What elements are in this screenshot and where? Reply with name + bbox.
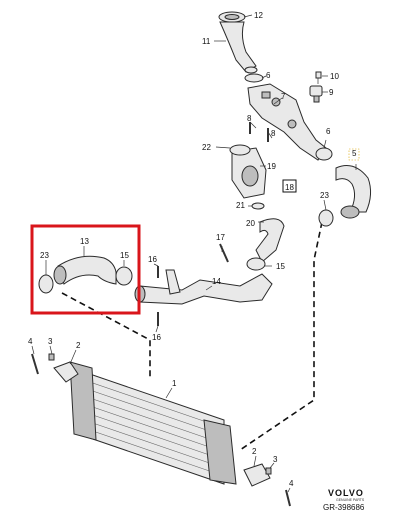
callout-15-left: 15 [120,251,129,260]
callout-5: 5 [352,149,357,158]
callout-22: 22 [202,143,211,152]
callout-8-right: 8 [271,129,276,138]
part-17-bolt [219,243,229,263]
highlighted-hose-assembly[interactable] [30,224,141,315]
callout-1: 1 [172,379,177,388]
callout-5-box [348,148,360,161]
part-9-sensor [309,85,323,103]
part-3-screw-lower [265,467,272,475]
leader-lines [31,14,357,493]
callout-17: 17 [216,233,225,242]
callout-20: 20 [246,219,255,228]
callout-21: 21 [236,201,245,210]
brand-name: VOLVO [328,488,364,498]
routing-dash-left [61,292,151,378]
callout-23-right: 23 [320,191,329,200]
part-10-bolt [315,71,322,84]
callout-23-left: 23 [40,251,49,260]
part-19-outlet [231,147,267,199]
part-11-upper-pipe [219,21,258,74]
part-4-bolt-lower [285,489,291,507]
callout-15-right: 15 [276,262,285,271]
part-23-clamp-right [340,205,360,219]
callout-16-lower: 16 [152,333,161,342]
part-14-pipe [134,269,273,305]
callout-4-lower: 4 [289,479,294,488]
diagram-reference: GR-398686 [323,503,365,512]
part-1-intercooler [69,361,237,485]
highlight-box[interactable] [30,224,141,315]
part-23-ring-right [318,209,334,227]
callout-8-left: 8 [247,114,252,123]
part-21-ring [251,202,265,210]
part-22-gasket [229,144,251,156]
brand-tagline: GENUINE PARTS [336,498,365,502]
part-15-clamp-left [115,266,133,286]
callout-18: 18 [285,183,294,192]
part-8-bolts [249,122,269,142]
part-12-cap [218,11,246,23]
part-23-ring-left [38,274,54,294]
callout-6-upper: 6 [266,71,271,80]
part-2-mount-upper [53,361,79,383]
callout-10: 10 [330,72,339,81]
callout-3-upper: 3 [48,337,53,346]
callout-19: 19 [267,162,276,171]
callout-9: 9 [329,88,334,97]
part-2-mount-lower [243,463,271,487]
part-4-bolt-upper [31,353,39,375]
part-20-hose [255,218,285,263]
part-6-ring-right [315,147,333,161]
callout-2-lower: 2 [252,447,257,456]
callout-6-right: 6 [326,127,331,136]
part-5-hose [335,165,372,213]
routing-dash-right [239,221,323,451]
part-6-ring-upper [244,73,264,83]
part-18-box [282,179,297,193]
callout-14: 14 [212,277,221,286]
callout-7: 7 [281,92,286,101]
callout-3-lower: 3 [273,455,278,464]
callout-12: 12 [254,11,263,20]
part-15-clamp-right [246,257,266,271]
callout-11: 11 [202,37,211,46]
callout-13: 13 [80,237,89,246]
callout-2-upper: 2 [76,341,81,350]
callout-4-upper: 4 [28,337,33,346]
callout-16-upper: 16 [148,255,157,264]
part-3-screw-upper [48,353,55,361]
part-13-hose [57,255,117,285]
